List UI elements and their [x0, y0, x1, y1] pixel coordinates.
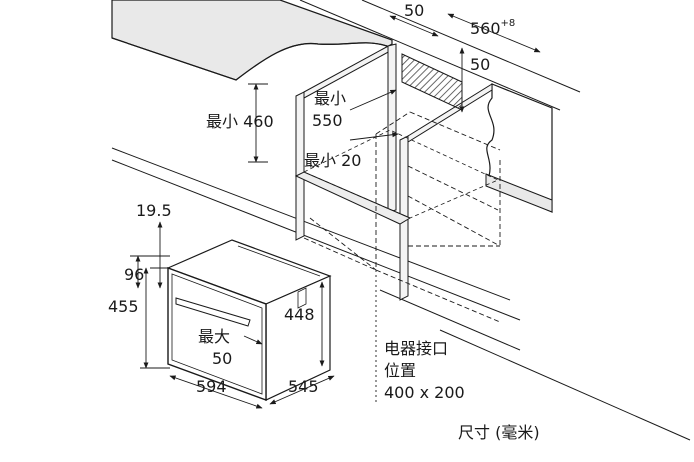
electrical-line1: 电器接口: [384, 339, 448, 358]
electrical-line3: 400 x 200: [384, 383, 465, 402]
electrical-line2: 位置: [384, 361, 416, 380]
dim-door-protrusion-prefix: 最大: [198, 327, 230, 346]
dim-vent-depth-label: 50: [470, 55, 490, 74]
dim-oven-height-label: 455: [108, 297, 139, 316]
electrical-connection-label: 电器接口 位置 400 x 200: [384, 339, 465, 402]
dim-oven-depth-label: 545: [288, 377, 319, 396]
dim-oven-inner-height-label: 448: [284, 305, 315, 324]
intermediate-shelf: [294, 129, 499, 225]
dimension-labels: 50 560+8 50 最小 460 最小 550 最小 20 19.5 96 …: [108, 1, 515, 396]
oven: [166, 239, 332, 402]
cabinet-panels: [295, 43, 493, 301]
units-note: 尺寸 (毫米): [458, 423, 540, 442]
dim-oven-width-label: 594: [196, 377, 227, 396]
dim-niche-depth-value: 550: [312, 111, 343, 130]
dim-gap-min-label: 最小 20: [304, 151, 361, 170]
dim-door-protrusion-value: 50: [212, 349, 232, 368]
dim-niche-width-tolerance: +8: [501, 18, 516, 29]
vent-opening: [401, 53, 463, 111]
dim-depth-gap-label: 50: [404, 1, 424, 20]
wall-lines: [111, 0, 691, 441]
dim-niche-depth-prefix: 最小: [314, 89, 346, 108]
dim-oven-upper-height-label: 96: [124, 265, 144, 284]
dimension-lines: [130, 13, 541, 409]
dim-niche-width-label: 560+8: [470, 18, 515, 38]
dim-oven-top-offset-label: 19.5: [136, 201, 172, 220]
niche-outline: [303, 111, 501, 323]
countertop-right: [485, 83, 553, 213]
dim-cabinet-height-label: 最小 460: [206, 112, 274, 131]
